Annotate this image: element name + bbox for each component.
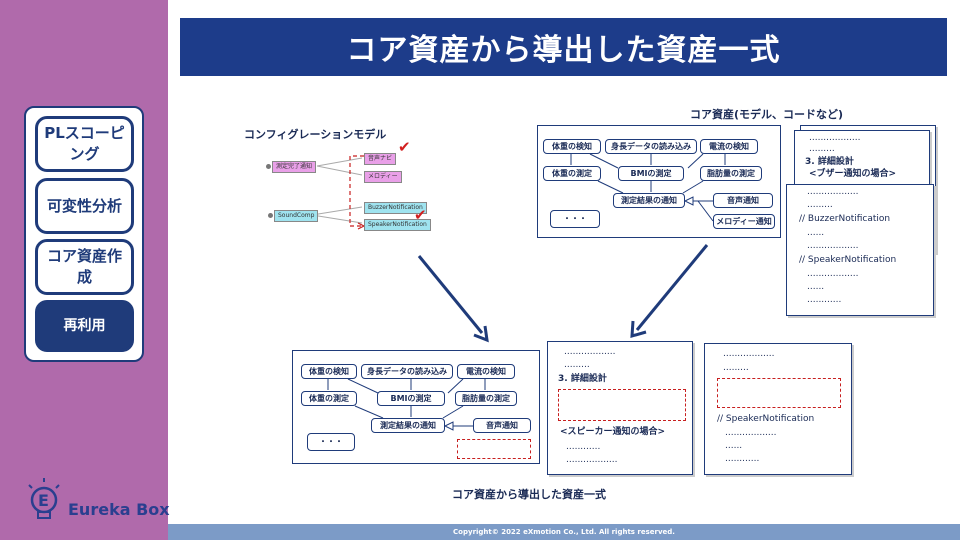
diagram-box: BMIの測定 <box>377 391 445 406</box>
page-line: // SpeakerNotification <box>799 255 897 265</box>
diagram-box: 脂肪量の測定 <box>700 166 762 181</box>
sidebar-item-core-asset-creation[interactable]: コア資産作成 <box>35 239 134 295</box>
diagram-box: 音声通知 <box>713 193 773 208</box>
diagram-box: ・・・ <box>550 210 600 228</box>
diagram-box: 脂肪量の測定 <box>455 391 517 406</box>
feature-dot <box>268 213 273 218</box>
removed-code-marker <box>717 378 841 408</box>
derived-diagram: 体重の検知 身長データの読み込み 電流の検知 体重の測定 BMIの測定 脂肪量の… <box>292 350 540 464</box>
derived-code-page: .................. ......... // SpeakerN… <box>704 343 852 475</box>
page-line: .................. <box>809 133 861 143</box>
diagram-box: 測定結果の通知 <box>371 418 445 433</box>
sidebar-item-reuse[interactable]: 再利用 <box>35 300 134 352</box>
diagram-box: 電流の検知 <box>457 364 515 379</box>
sidebar: PLスコーピング 可変性分析 コア資産作成 再利用 E Eureka Box <box>0 0 170 540</box>
page-line: // SpeakerNotification <box>717 414 815 424</box>
replaced-section-marker <box>558 389 686 421</box>
page-line: .................. <box>807 241 859 251</box>
feature-node: 測定完了通知 <box>272 161 317 173</box>
page-line: <スピーカー通知の場合> <box>560 427 666 437</box>
page-line: ...... <box>807 228 825 238</box>
svg-text:E: E <box>38 491 49 510</box>
page-line: 3. 詳細設計 <box>558 374 607 384</box>
sidebar-nav-panel: PLスコーピング 可変性分析 コア資産作成 再利用 <box>24 106 144 362</box>
diagram-box: ・・・ <box>307 433 355 451</box>
page-line: <ブザー通知の場合> <box>809 169 897 179</box>
feature-node: SoundComp <box>274 210 319 222</box>
feature-dot <box>266 164 271 169</box>
feature-node: 音声ナビ <box>364 153 397 165</box>
page-line: ......... <box>807 200 833 210</box>
diagram-box: メロディー通知 <box>713 214 775 229</box>
page-line: ......... <box>564 360 590 370</box>
page-line: .................. <box>723 349 775 359</box>
page-line: .................. <box>564 347 616 357</box>
derived-caption: コア資産から導出した資産一式 <box>452 488 606 501</box>
feature-node: SpeakerNotification <box>364 219 431 231</box>
diagram-box: 体重の測定 <box>543 166 601 181</box>
config-model-links <box>311 155 366 230</box>
page-line: .................. <box>807 187 859 197</box>
page-line: ............ <box>725 454 760 464</box>
core-assets-diagram: 体重の検知 身長データの読み込み 電流の検知 体重の測定 BMIの測定 脂肪量の… <box>537 125 781 238</box>
page-title: コア資産から導出した資産一式 <box>180 18 947 76</box>
page-line: .................. <box>566 455 618 465</box>
diagram-box: BMIの測定 <box>618 166 684 181</box>
page-line: ......... <box>809 144 835 154</box>
diagram-box: 体重の検知 <box>543 139 601 154</box>
footer-copyright: Copyright© 2022 eXmotion Co., Ltd. All r… <box>168 524 960 540</box>
checkmark-icon: ✔ <box>398 138 411 156</box>
derived-doc-page: .................. ......... 3. 詳細設計 <スピ… <box>547 341 693 475</box>
core-assets-heading: コア資産(モデル、コードなど) <box>690 108 844 121</box>
sidebar-item-pl-scoping[interactable]: PLスコーピング <box>35 116 134 172</box>
lightbulb-icon: E <box>28 478 60 519</box>
page-line: ...... <box>725 441 743 451</box>
diagram-box: 電流の検知 <box>700 139 758 154</box>
page-line: ............ <box>807 295 842 305</box>
page-line: 3. 詳細設計 <box>805 157 854 167</box>
page-line: .................. <box>725 428 777 438</box>
diagram-box: 測定結果の通知 <box>613 193 685 208</box>
config-model-heading: コンフィグレーションモデル <box>244 128 387 141</box>
diagram-box: 体重の検知 <box>301 364 357 379</box>
feature-node: BuzzerNotification <box>364 202 427 214</box>
removed-slot-marker <box>457 439 531 459</box>
page-line: ............ <box>566 442 601 452</box>
page-line: // BuzzerNotification <box>799 214 891 224</box>
eureka-box-logo: E Eureka Box <box>28 478 170 528</box>
page-line: ...... <box>807 282 825 292</box>
diagram-box: 身長データの読み込み <box>361 364 453 379</box>
code-page: .................. ......... // BuzzerNo… <box>786 184 934 316</box>
logo-text: Eureka Box <box>68 500 170 519</box>
feature-node: メロディー <box>364 171 402 183</box>
diagram-box: 音声通知 <box>473 418 531 433</box>
page-line: ......... <box>723 363 749 373</box>
diagram-box: 体重の測定 <box>301 391 357 406</box>
sidebar-item-variability-analysis[interactable]: 可変性分析 <box>35 178 134 234</box>
diagram-box: 身長データの読み込み <box>605 139 697 154</box>
checkmark-icon: ✔ <box>414 206 427 224</box>
page-line: .................. <box>807 269 859 279</box>
